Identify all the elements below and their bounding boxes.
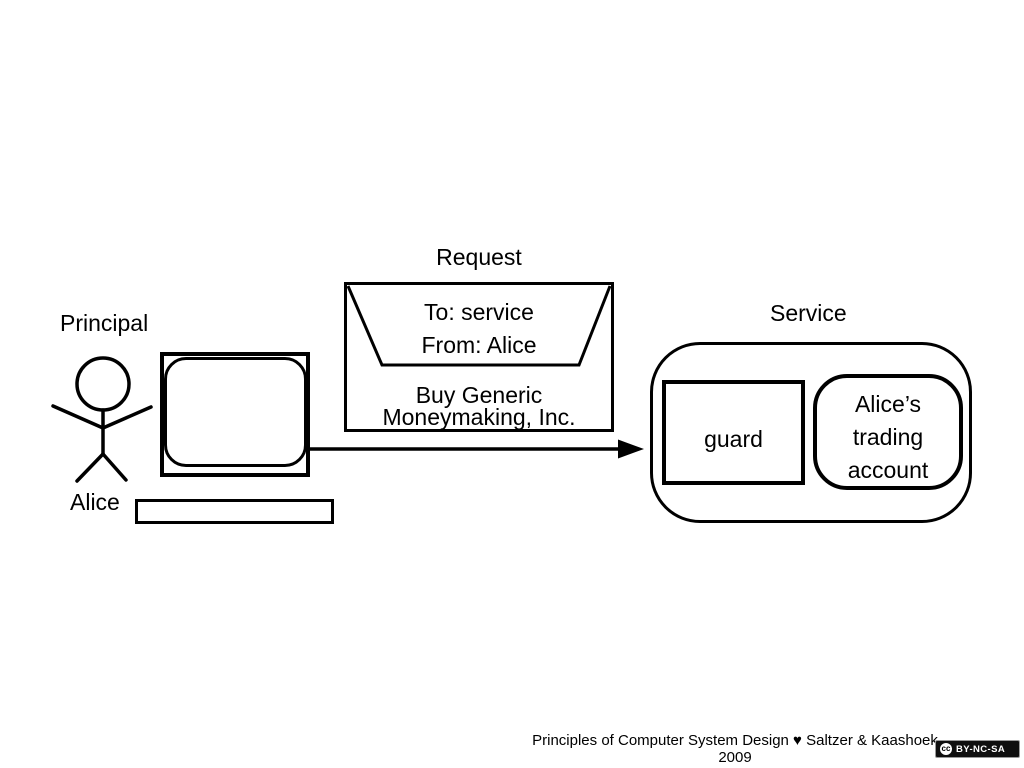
account-line-1: Alice’s: [854, 391, 922, 417]
keyboard: [135, 499, 334, 524]
envelope-order-line2: Moneymaking, Inc.: [382, 404, 576, 430]
envelope-from-line: From: Alice: [421, 332, 537, 358]
trading-account-box: Alice’s trading account: [813, 374, 963, 490]
stick-figure-icon: [51, 356, 153, 483]
cc-license-label: BY-NC-SA: [956, 743, 1006, 755]
footer-credit: Principles of Computer System Design ♥ S…: [445, 732, 1024, 766]
principal-label: Principal: [60, 310, 149, 336]
service-label: Service: [770, 300, 847, 326]
envelope-flap-icon: [346, 285, 612, 367]
envelope-to-line: To: service: [424, 299, 534, 325]
person-head: [75, 356, 131, 412]
credit-year: 2009: [718, 748, 752, 766]
monitor-screen: [164, 357, 307, 467]
person-leg-left: [75, 452, 105, 483]
request-arrow-icon: [310, 439, 644, 459]
person-leg-right: [101, 452, 128, 482]
credit-line: Principles of Computer System Design ♥ S…: [532, 732, 938, 749]
person-arm-right: [101, 405, 153, 430]
cc-license-badge: cc BY-NC-SA: [935, 740, 1020, 758]
cc-logo-icon: cc: [940, 743, 952, 755]
account-line-2: trading: [852, 424, 924, 450]
account-line-3: account: [847, 457, 929, 483]
person-arm-left: [51, 404, 105, 430]
envelope-order-line1: Buy Generic: [415, 382, 543, 408]
request-envelope: To: service From: Alice Buy Generic Mone…: [344, 282, 614, 432]
alice-label: Alice: [70, 489, 120, 515]
request-label: Request: [436, 244, 522, 270]
guard-box: guard: [662, 380, 805, 485]
guard-label: guard: [704, 426, 763, 452]
